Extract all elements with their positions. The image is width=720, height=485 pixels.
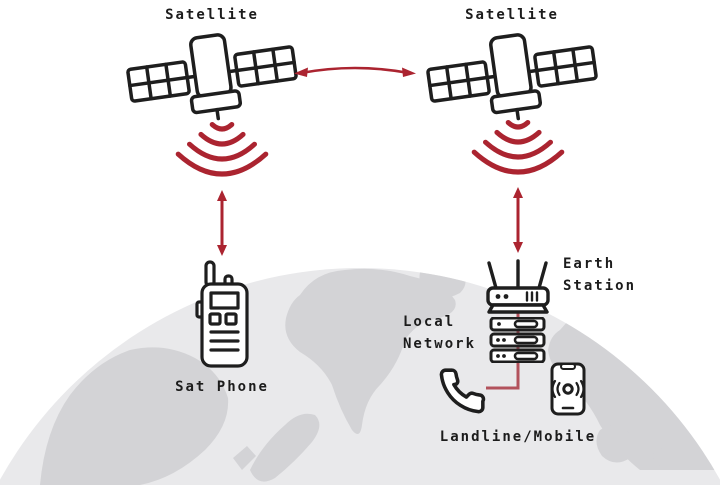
satellite-left-icon (126, 33, 298, 121)
landline-mobile-label: Landline/Mobile (439, 429, 597, 445)
satellite-left-label: Satellite (165, 7, 259, 23)
local-network-label: Local Network (403, 314, 477, 352)
uplink-arrow-right (513, 187, 523, 253)
sat-phone-icon (195, 260, 249, 368)
sat-phone-label: Sat Phone (175, 379, 269, 395)
satellite-link-arrow (294, 66, 416, 77)
signal-waves-right-icon (471, 120, 565, 175)
network-connector-line (486, 304, 520, 390)
signal-waves-left-icon (175, 122, 269, 177)
earth-station-servers-icon (489, 317, 546, 363)
satellite-right-label: Satellite (465, 7, 559, 23)
earth-station-label: Earth Station (563, 256, 637, 294)
uplink-arrow-left (217, 190, 227, 256)
earth-station-router-icon (486, 259, 550, 314)
landline-phone-icon (439, 368, 486, 414)
mobile-phone-icon (550, 362, 586, 416)
satellite-right-icon (426, 33, 598, 121)
